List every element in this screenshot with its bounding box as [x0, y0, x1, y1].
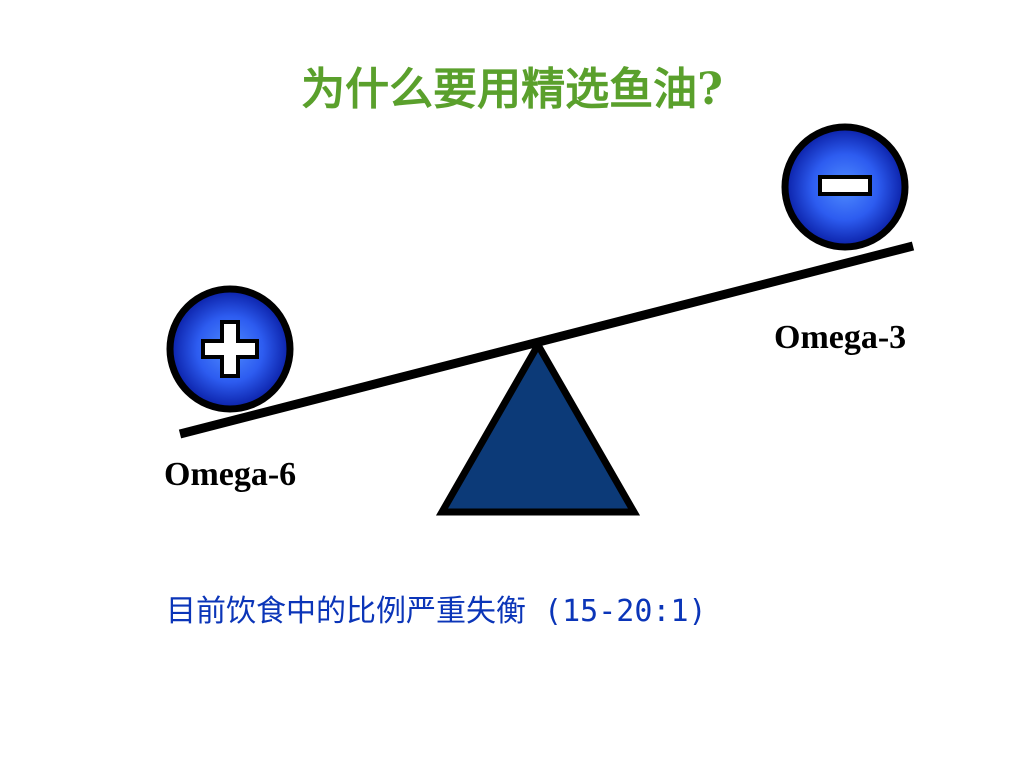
ratio-caption: 目前饮食中的比例严重失衡 (15-20:1) [166, 594, 707, 629]
title-text: 为什么要用精选鱼油 [301, 64, 698, 115]
slide-title: 为什么要用精选鱼油? [0, 60, 1024, 120]
plus-icon [201, 320, 259, 378]
omega-3-label: Omega-3 [774, 319, 907, 356]
minus-icon [818, 175, 872, 196]
seesaw-beam [178, 241, 915, 439]
minus-ball [781, 123, 909, 251]
fulcrum-triangle [435, 337, 641, 516]
omega-6-label: Omega-6 [164, 456, 297, 493]
plus-ball [166, 285, 294, 413]
title-question-mark: ? [697, 64, 723, 115]
